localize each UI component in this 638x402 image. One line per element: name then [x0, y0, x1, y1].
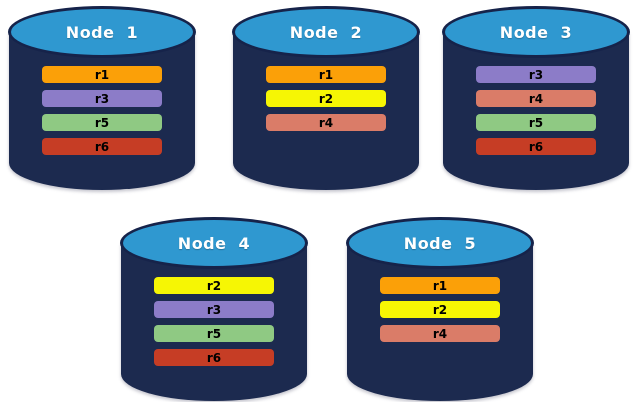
- replica-list: r3 r4 r5 r6: [476, 66, 596, 155]
- replica-bar-r4: r4: [476, 90, 596, 107]
- replica-bar-r1: r1: [380, 277, 500, 294]
- cylinder-top-ellipse: Node 2: [232, 6, 420, 58]
- replica-bar-r4: r4: [266, 114, 386, 131]
- replica-bar-r6: r6: [476, 138, 596, 155]
- node-label: Node 2: [289, 22, 363, 42]
- database-node-4: Node 4 r2 r3 r5 r6: [120, 217, 308, 401]
- replica-bar-r2: r2: [380, 301, 500, 318]
- replica-bar-r1: r1: [42, 66, 162, 83]
- node-label: Node 1: [65, 22, 139, 42]
- cylinder-body: [233, 32, 419, 190]
- cylinder-body: [347, 243, 533, 401]
- node-label: Node 4: [177, 233, 251, 253]
- cylinder-body: [121, 243, 307, 401]
- cylinder-top-ellipse: Node 4: [120, 217, 308, 269]
- node-label: Node 5: [403, 233, 477, 253]
- replica-bar-r4: r4: [380, 325, 500, 342]
- cylinder-body: [9, 32, 195, 190]
- replica-bar-r2: r2: [266, 90, 386, 107]
- replica-bar-r3: r3: [476, 66, 596, 83]
- database-node-2: Node 2 r1 r2 r4: [232, 6, 420, 190]
- node-label: Node 3: [499, 22, 573, 42]
- database-node-5: Node 5 r1 r2 r4: [346, 217, 534, 401]
- replica-bar-r5: r5: [476, 114, 596, 131]
- database-node-1: Node 1 r1 r3 r5 r6: [8, 6, 196, 190]
- replica-list: r1 r2 r4: [266, 66, 386, 131]
- cylinder-body: [443, 32, 629, 190]
- replica-bar-r2: r2: [154, 277, 274, 294]
- replica-bar-r5: r5: [42, 114, 162, 131]
- replica-bar-r6: r6: [154, 349, 274, 366]
- replica-bar-r1: r1: [266, 66, 386, 83]
- cylinder-top-ellipse: Node 5: [346, 217, 534, 269]
- database-node-3: Node 3 r3 r4 r5 r6: [442, 6, 630, 190]
- replica-bar-r3: r3: [154, 301, 274, 318]
- cylinder-top-ellipse: Node 1: [8, 6, 196, 58]
- cylinder-top-ellipse: Node 3: [442, 6, 630, 58]
- replica-bar-r5: r5: [154, 325, 274, 342]
- replica-bar-r6: r6: [42, 138, 162, 155]
- replica-bar-r3: r3: [42, 90, 162, 107]
- replica-list: r2 r3 r5 r6: [154, 277, 274, 366]
- replica-list: r1 r2 r4: [380, 277, 500, 342]
- replica-list: r1 r3 r5 r6: [42, 66, 162, 155]
